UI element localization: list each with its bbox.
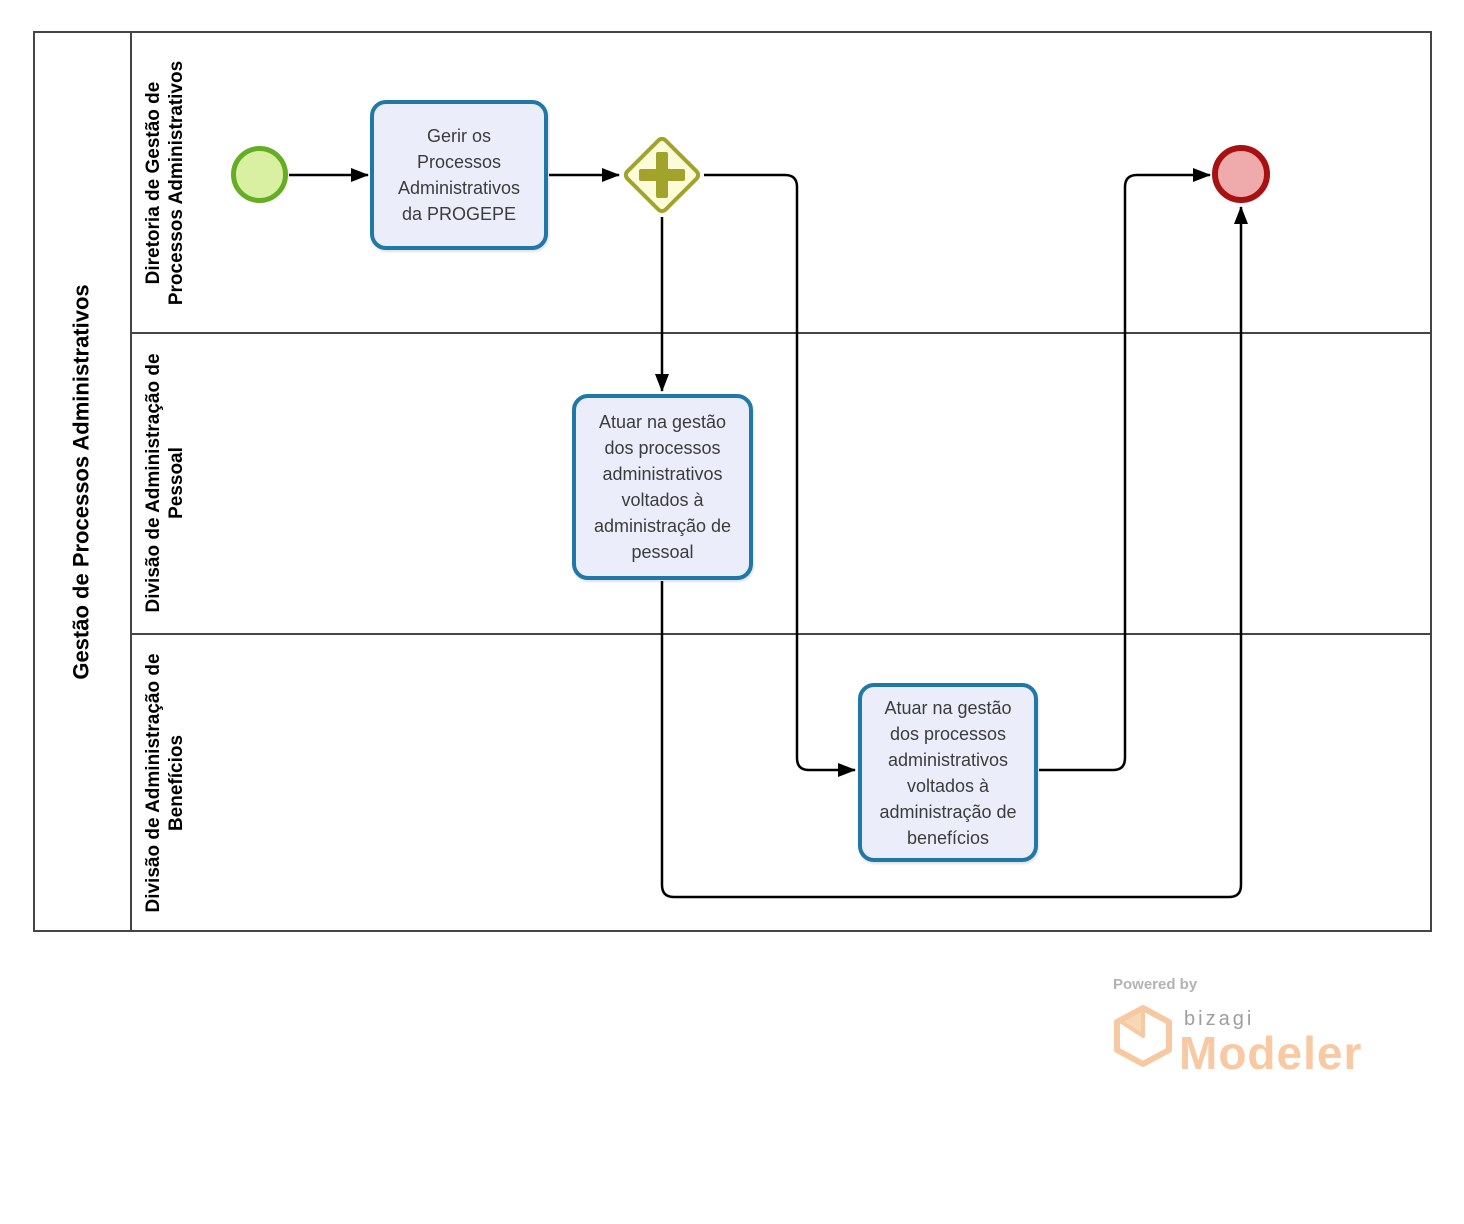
- lane-beneficios-label: Divisão de Administração de Benefícios: [143, 652, 187, 913]
- lane-pessoal: Divisão de Administração de Pessoal: [134, 334, 196, 631]
- task-gerir-processos[interactable]: Gerir os Processos Administrativos da PR…: [370, 100, 548, 250]
- task-pessoal-label: Atuar na gestão dos processos administra…: [593, 412, 732, 562]
- lane-diretoria: Diretoria de Gestão de Processos Adminis…: [134, 33, 196, 332]
- task-gerir-label: Gerir os Processos Administrativos da PR…: [397, 126, 521, 224]
- bizagi-hexagon-icon: [1114, 1005, 1172, 1067]
- parallel-gateway-plus-icon: [633, 146, 691, 204]
- bizagi-wordmark: bizagi: [1184, 1008, 1255, 1030]
- lane-diretoria-label: Diretoria de Gestão de Processos Adminis…: [143, 60, 187, 305]
- task-administracao-beneficios[interactable]: Atuar na gestão dos processos administra…: [858, 683, 1038, 862]
- task-beneficios-label: Atuar na gestão dos processos administra…: [879, 697, 1017, 848]
- powered-by-text: Powered by: [1113, 976, 1198, 993]
- pool-title-band: Gestão de Processos Administrativos: [33, 31, 132, 932]
- lane-beneficios: Divisão de Administração de Benefícios: [134, 635, 196, 930]
- lane-divider-2: [132, 633, 1432, 635]
- lane-divider-1: [132, 332, 1432, 334]
- end-event[interactable]: [1212, 145, 1270, 203]
- modeler-wordmark: Modeler: [1179, 1027, 1363, 1079]
- pool-title: Gestão de Processos Administrativos: [68, 283, 94, 680]
- lane-pessoal-label: Divisão de Administração de Pessoal: [143, 352, 187, 613]
- task-administracao-pessoal[interactable]: Atuar na gestão dos processos administra…: [572, 394, 753, 580]
- start-event[interactable]: [231, 146, 288, 203]
